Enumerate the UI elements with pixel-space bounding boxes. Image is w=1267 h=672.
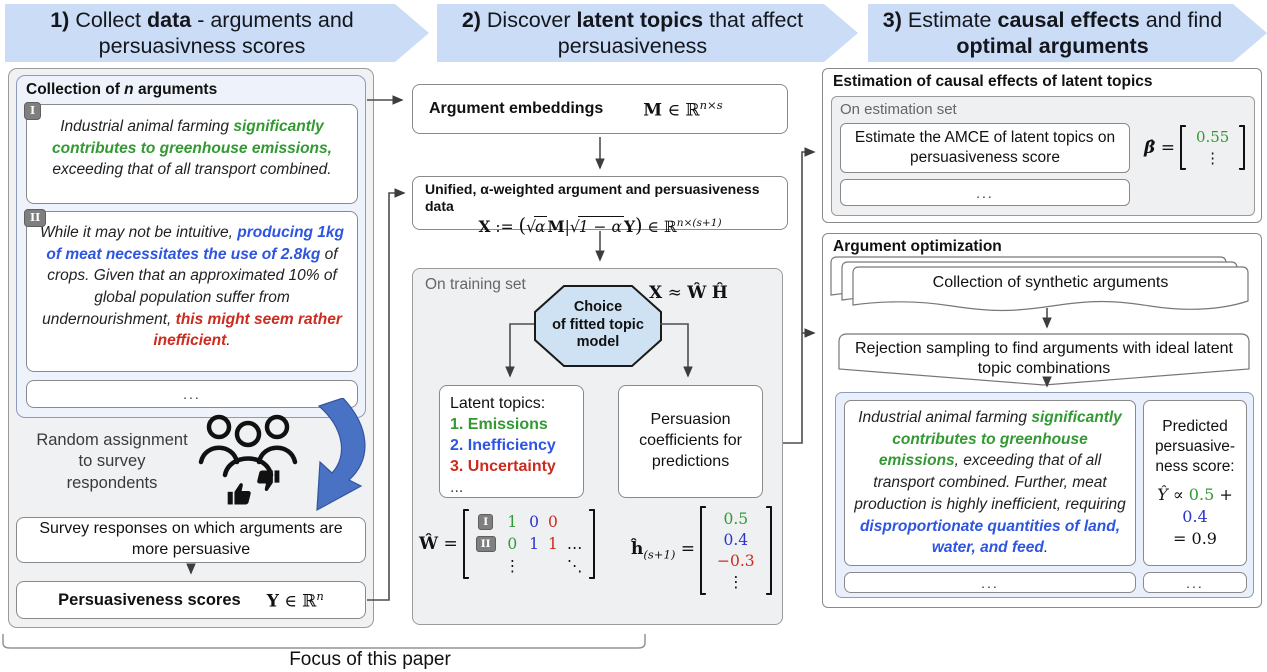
predicted-score-ellipsis: ... [1143,572,1247,593]
topic-model-octagon [534,285,662,367]
latent-topic-2: 2. Inefficiency [450,437,556,455]
training-set-box: On training set X ≈ Ŵ Ĥ Choice of fitted… [412,268,783,625]
estimation-set-label: On estimation set [840,101,957,118]
embeddings-formula: M ∈ ℝn×s [643,97,723,121]
argument-2-text: While it may not be intuitive, producing… [39,224,345,350]
banner-step-2-text: 2) Discover latent topics that affect pe… [461,7,804,58]
argument-1-text: Industrial animal farming significantly … [52,118,332,179]
latent-topic-1: 1. Emissions [450,416,548,434]
random-assignment-label: Random assignment to survey respondents [36,431,188,492]
argument-card-2: II While it may not be intuitive, produc… [24,209,358,372]
thumbs-up-icon [227,483,251,505]
roman-badge-i: I [24,102,42,120]
predicted-score-card: Predicted persuasive- ness score: Ŷ ∝ 0.… [1143,400,1247,566]
scores-formula: Y ∈ ℝn [266,588,324,612]
rejection-sampling-text: Rejection sampling to find arguments wit… [855,340,1233,377]
big-blue-arrow [316,398,366,512]
survey-responses-text: Survey responses on which arguments are … [39,520,343,558]
estimation-header: Estimation of causal effects of latent t… [833,73,1153,90]
survey-respondents-icon [198,414,298,478]
focus-bracket [2,634,646,649]
argument-embeddings-label: Argument embeddings [429,100,604,117]
beta-vector-label: β̂ = [1144,137,1175,158]
thumbs-down-icon [257,470,280,491]
amce-text: Estimate the AMCE of latent topics on pe… [854,128,1116,166]
amce-box: Estimate the AMCE of latent topics on pe… [840,123,1130,173]
optimal-results-box: Industrial animal farming significantly … [835,392,1254,598]
banner-step-1: 1) Collect data - arguments and persuasi… [5,4,429,62]
synthetic-stack-front [852,266,1249,312]
optimal-argument-card: Industrial animal farming significantly … [844,400,1136,566]
latent-topic-ellipsis: ... [450,479,464,497]
latent-topic-3: 3. Uncertainty [450,458,556,476]
survey-responses-box: Survey responses on which arguments are … [16,517,366,563]
persuasiveness-scores-box: Persuasiveness scores Y ∈ ℝn [16,581,366,619]
predicted-score-formula: Ŷ ∝ 0.5 + 0.4 = 0.9 [1157,485,1233,548]
argument-embeddings-box: Argument embeddings M ∈ ℝn×s [412,84,788,134]
training-set-label: On training set [425,276,526,293]
optimal-argument-text: Industrial animal farming significantly … [854,409,1126,557]
banner-step-3: 3) Estimate causal effects and find opti… [868,4,1267,62]
estimation-set-box: On estimation set Estimate the AMCE of l… [831,96,1255,216]
amce-ellipsis-box: ... [840,179,1130,206]
roman-badge-ii: II [24,209,47,227]
banner-step-2: 2) Discover latent topics that affect pe… [437,4,858,62]
synthetic-arguments-text: Collection of synthetic arguments [932,274,1169,291]
argument-collection-title: Collection of n arguments [26,81,218,98]
latent-topics-title: Latent topics: [450,395,546,412]
unified-data-label: Unified, α-weighted argument and persuas… [425,181,760,214]
persuasiveness-scores-label: Persuasiveness scores [58,590,241,609]
argument-optimization-header: Argument optimization [833,238,1002,255]
optimal-argument-ellipsis: ... [844,572,1136,593]
predicted-score-label: Predicted persuasive- ness score: [1154,417,1236,476]
persuasion-coefficients-box: Persuasion coefficients for predictions [618,385,763,498]
argument-card-1: I Industrial animal farming significantl… [24,102,358,204]
persuasion-coefficients-text: Persuasion coefficients for predictions [639,411,742,470]
latent-topics-box: Latent topics: 1. Emissions 2. Inefficie… [439,385,584,498]
beta-vector: β̂ = 0.55⋮ [1144,125,1246,170]
h-vector-label: ĥ(s+1) = [631,539,695,562]
focus-caption: Focus of this paper [289,649,451,670]
rejection-sampling-shape [838,333,1250,386]
w-matrix-label: Ŵ = [419,534,458,554]
beta-vector-brackets: 0.55⋮ [1179,125,1246,170]
argument-card-ellipsis: ... [26,380,358,408]
banner-step-3-text: 3) Estimate causal effects and find opti… [882,7,1223,58]
beta-vector-cells: 0.55⋮ [1195,128,1230,167]
topic-model-octagon-text: Choice of fitted topic model [552,299,644,351]
factorization-formula: X ≈ Ŵ Ĥ [649,283,728,303]
banner-step-1-text: 1) Collect data - arguments and persuasi… [50,7,354,58]
estimation-box: Estimation of causal effects of latent t… [822,68,1262,223]
unified-data-box: Unified, α-weighted argument and persuas… [412,176,788,237]
